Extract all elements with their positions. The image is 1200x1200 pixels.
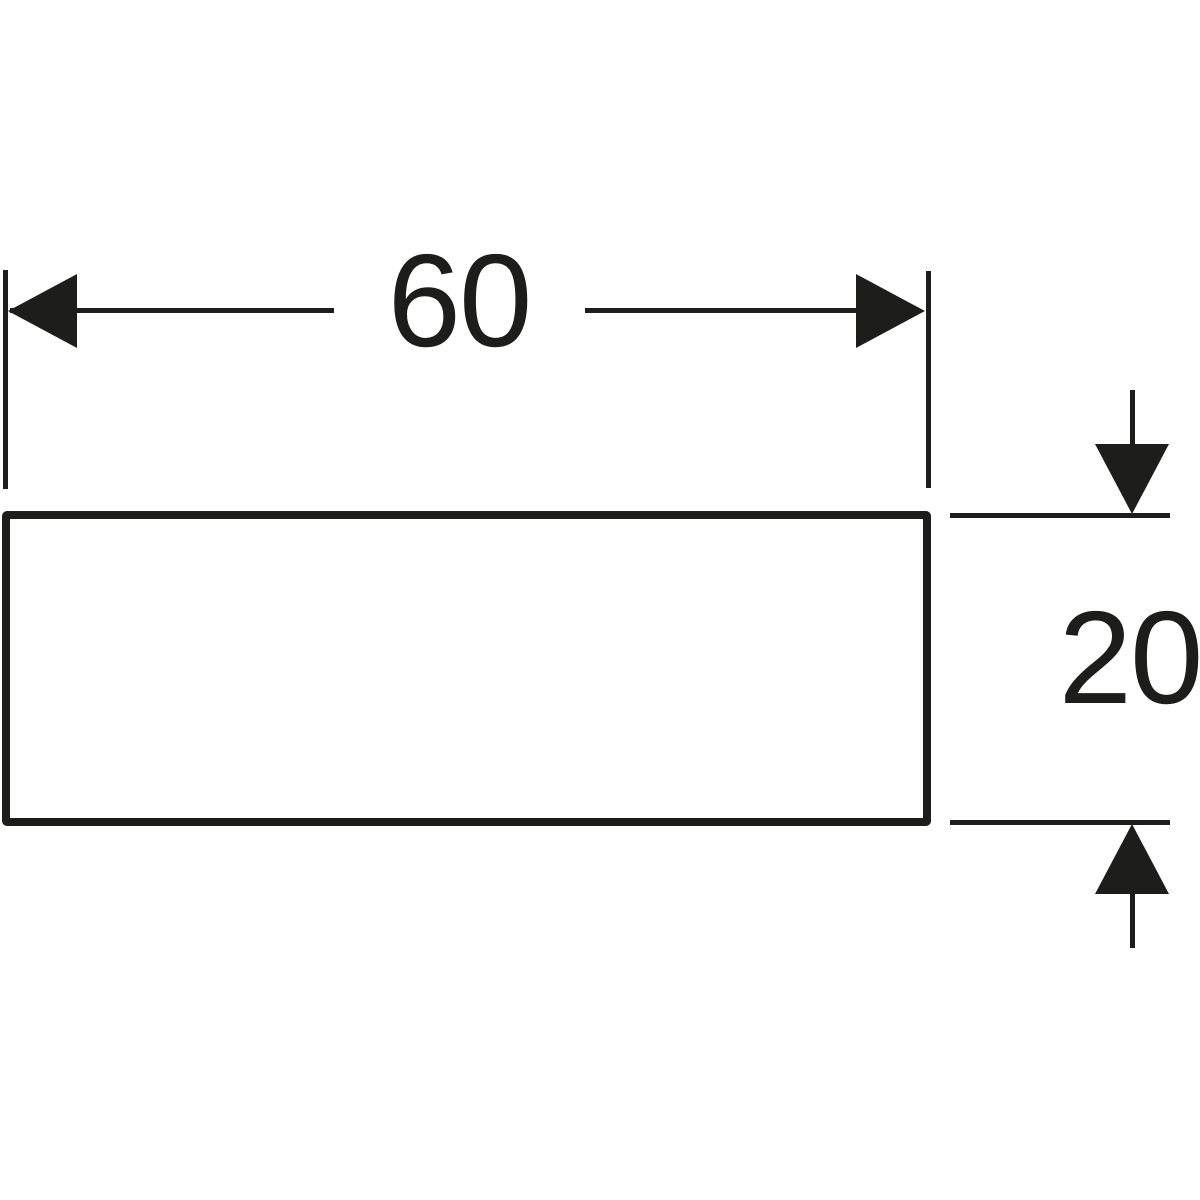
- arrow-down-icon: [1095, 444, 1169, 514]
- width-dimension-label: 60: [387, 227, 533, 374]
- arrow-down-stem: [1130, 390, 1135, 446]
- arrow-up-stem: [1130, 892, 1135, 948]
- height-extension-line-top: [950, 513, 1170, 518]
- rectangle-outline: [2, 511, 931, 826]
- arrow-left-icon: [8, 274, 77, 348]
- height-extension-line-bottom: [950, 820, 1170, 825]
- arrow-up-icon: [1095, 824, 1169, 894]
- width-dimension-line-left-segment: [10, 308, 334, 313]
- width-extension-line-right: [926, 271, 931, 488]
- height-dimension-label: 20: [1058, 584, 1200, 731]
- width-dimension-line-right-segment: [585, 308, 857, 313]
- width-extension-line-left: [3, 270, 8, 489]
- arrow-right-icon: [856, 274, 925, 348]
